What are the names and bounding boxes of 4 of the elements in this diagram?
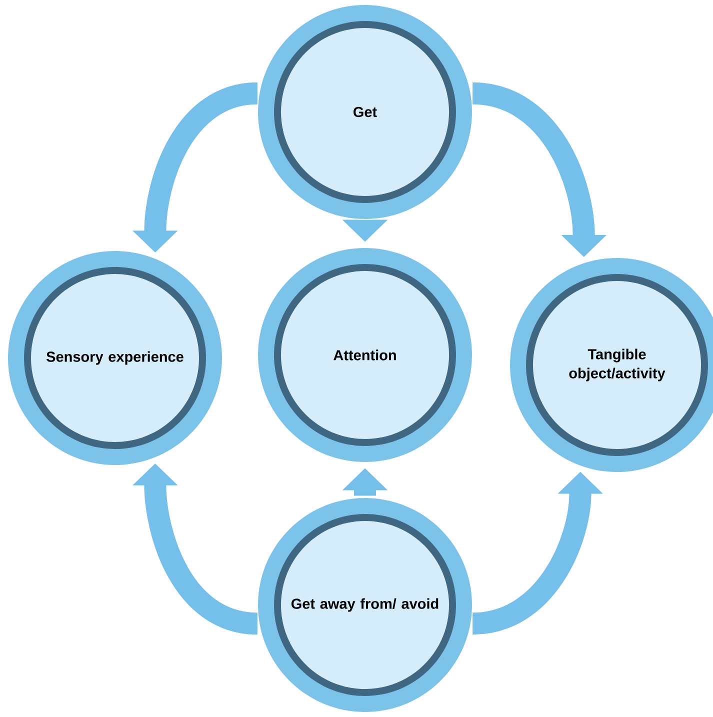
circle-node: Get (258, 5, 472, 219)
circle-node: Get away from/ avoid (258, 498, 472, 712)
circle-node: Sensory experience (8, 251, 222, 465)
circle-node: Attention (258, 248, 472, 462)
